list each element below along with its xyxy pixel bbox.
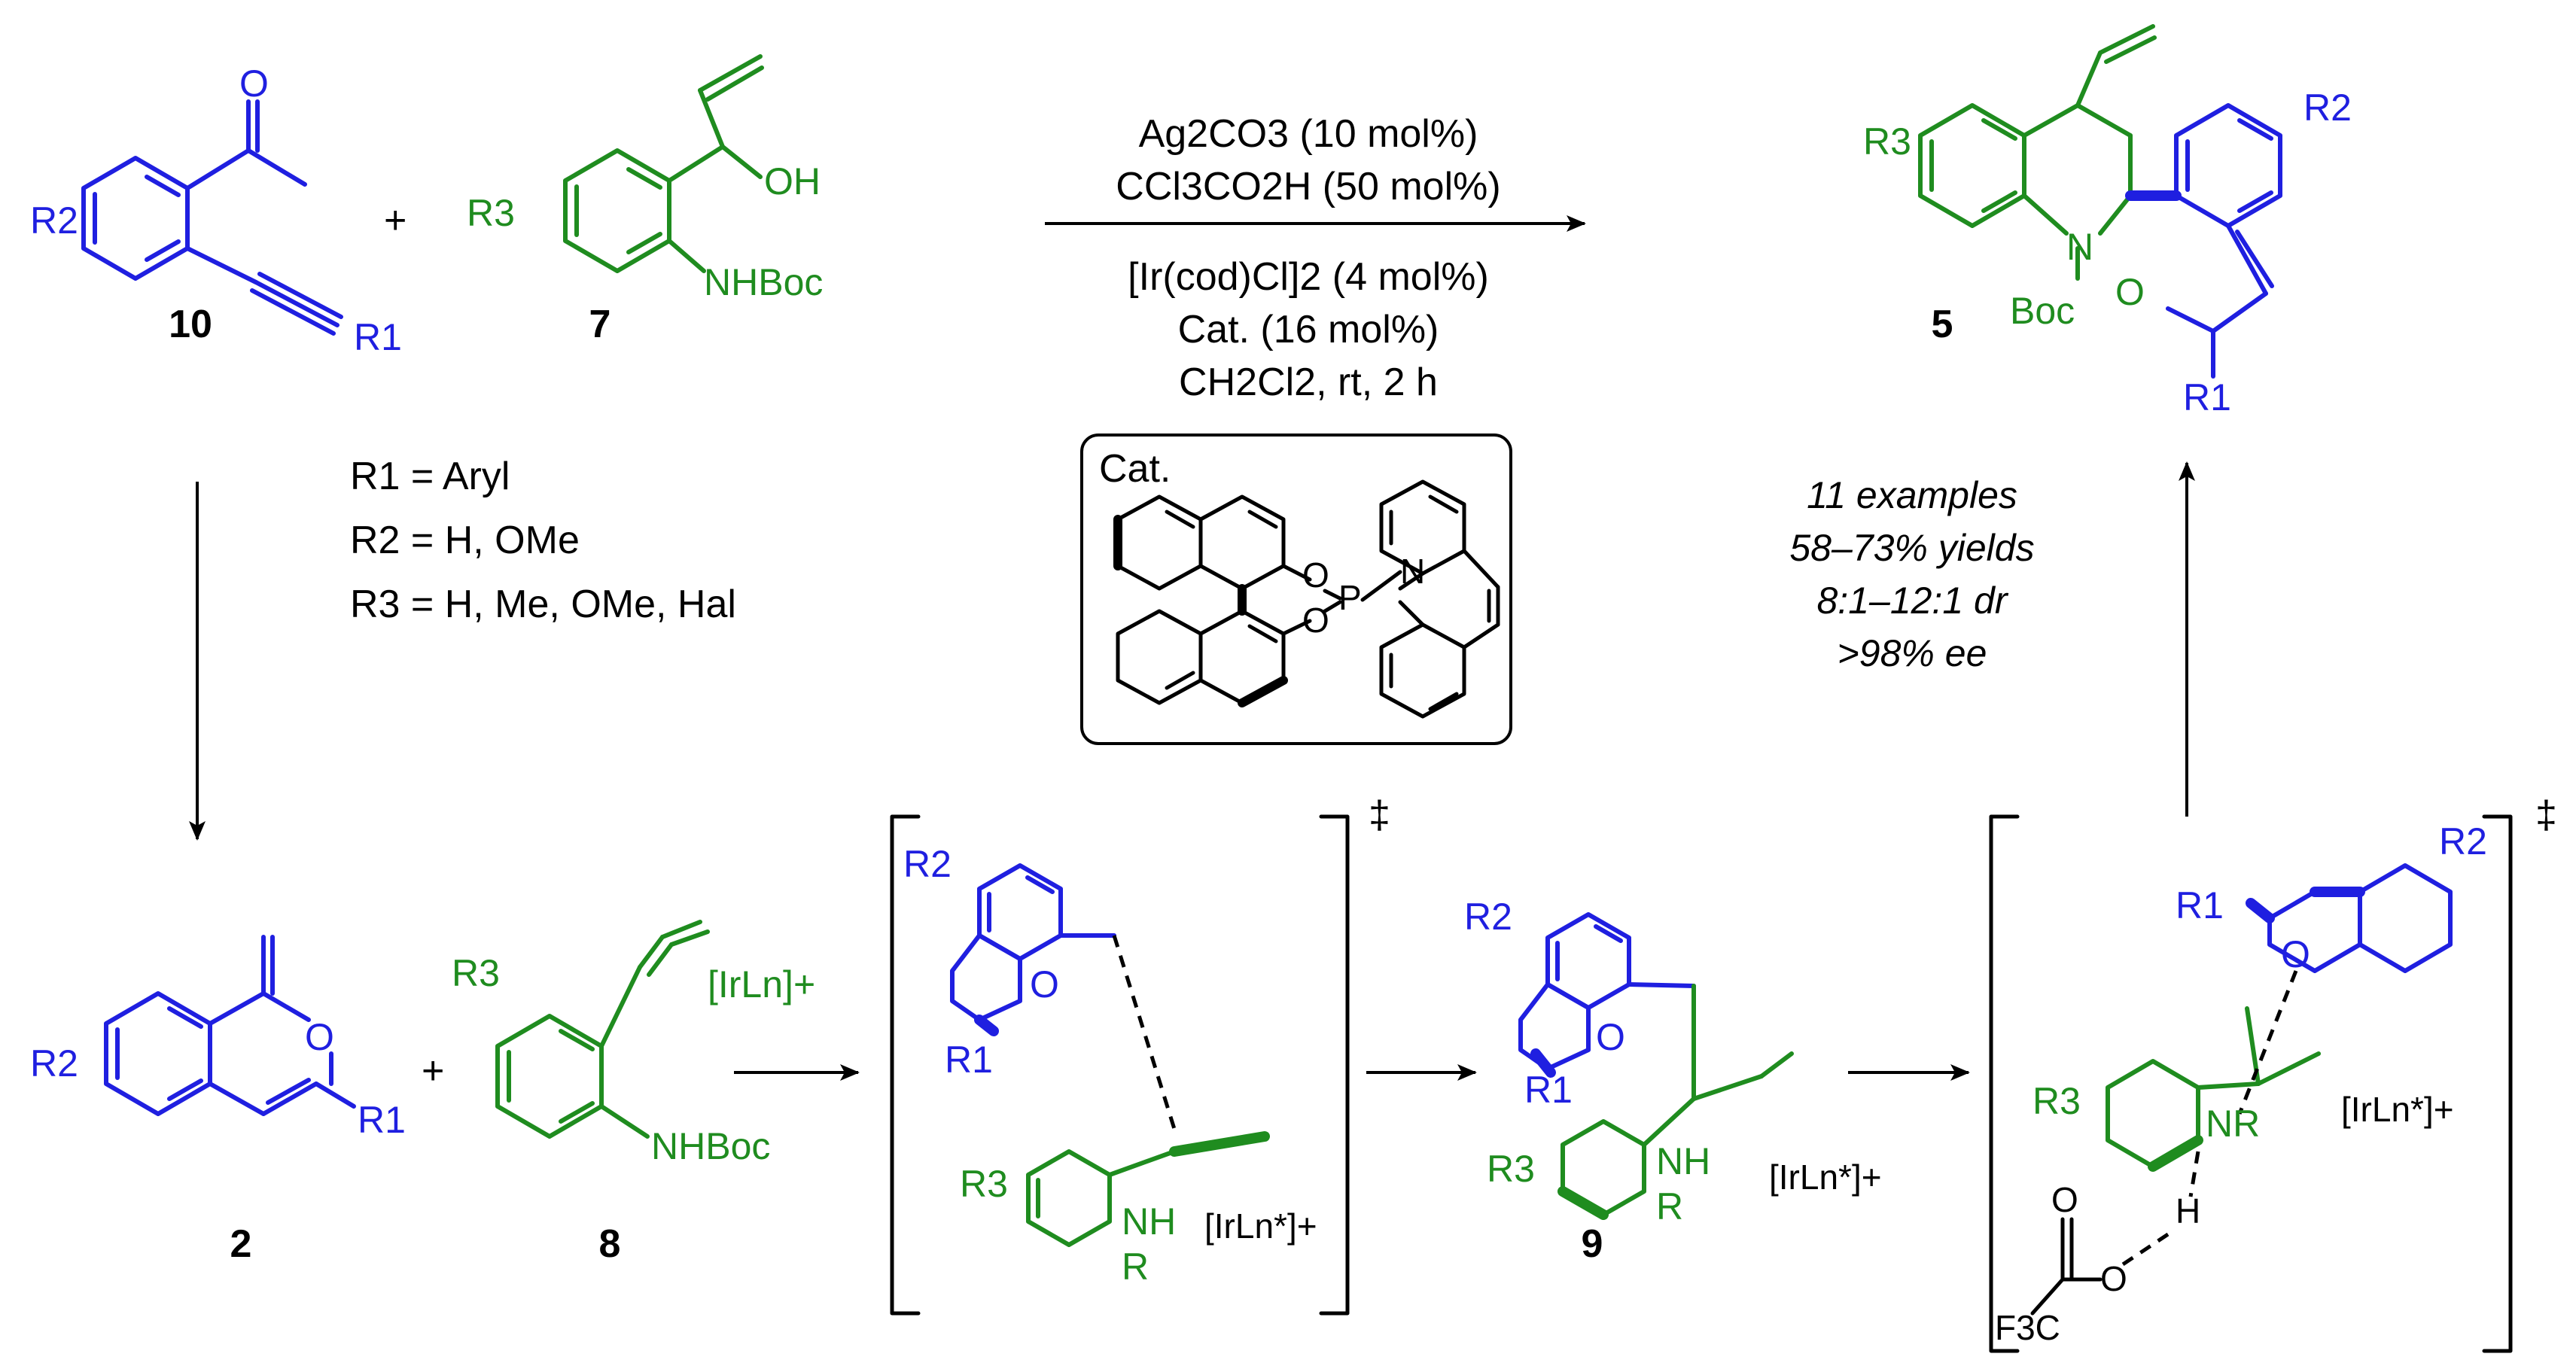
product-o-label: O: [2115, 271, 2145, 313]
results-examples: 11 examples: [1807, 474, 2017, 516]
r1-definition: R1 = Aryl: [350, 455, 510, 498]
compound-9: R2 R1 O R3 NH R [IrLn*]+ 9: [1464, 896, 1882, 1266]
compound-9-r3-label: R3: [1487, 1148, 1535, 1190]
ts1-r3-label: R3: [960, 1163, 1008, 1205]
condition-line-1: Ag2CO3 (10 mol%): [1139, 112, 1478, 156]
plus-sign-2: +: [422, 1049, 444, 1093]
compound-9-irln-label: [IrLn*]+: [1769, 1158, 1882, 1197]
transition-state-1: ‡ R2 R1 O R3 NH R [IrLn*]+: [890, 793, 1390, 1316]
ts2-right-bracket: [2482, 814, 2513, 1353]
product-r2-label: R2: [2303, 87, 2352, 129]
compound-8-r3-label: R3: [452, 952, 500, 994]
catalyst-o1-label: O: [1302, 555, 1329, 595]
oh-label: OH: [764, 160, 821, 202]
r3-definition: R3 = H, Me, OMe, Hal: [350, 583, 736, 626]
compound-2-o-label: O: [305, 1016, 334, 1058]
compound-number-2: 2: [230, 1222, 252, 1266]
condition-line-5: CH2Cl2, rt, 2 h: [1179, 361, 1438, 404]
ts1-dagger: ‡: [1369, 793, 1390, 837]
product-boc-label: Boc: [2010, 290, 2075, 332]
catalyst-label: Cat.: [1099, 447, 1171, 491]
ts1-r-label: R: [1122, 1246, 1149, 1288]
r2-label: R2: [30, 199, 78, 242]
compound-8-irln-label: [IrLn]+: [708, 963, 815, 1005]
ts2-r3-label: R3: [2032, 1080, 2081, 1122]
product-n-label: N: [2066, 226, 2093, 268]
ts2-r2-label: R2: [2439, 820, 2487, 862]
ts1-nh-label: NH: [1122, 1200, 1176, 1243]
compound-9-o-label: O: [1596, 1016, 1625, 1058]
svg-text:O: O: [239, 62, 269, 105]
reaction-results: 11 examples 58–73% yields 8:1–12:1 dr >9…: [1789, 474, 2034, 674]
ts2-irln-label: [IrLn*]+: [2341, 1090, 2454, 1129]
r1-label: R1: [354, 316, 402, 358]
ts1-o-label: O: [1030, 963, 1059, 1005]
compound-number-10: 10: [169, 303, 212, 346]
results-ee: >98% ee: [1838, 632, 1987, 674]
ts1-right-bracket: [1319, 814, 1350, 1316]
compound-2-r2-label: R2: [30, 1042, 78, 1085]
catalyst-o2-label: O: [1302, 601, 1329, 640]
compound-2-r1-label: R1: [358, 1099, 406, 1141]
compound-number-8: 8: [599, 1222, 621, 1266]
transition-state-2: ‡ R1 R2 O R3 NR [IrLn*]+ H O O F3C: [1989, 793, 2557, 1353]
r2-definition: R2 = H, OMe: [350, 519, 580, 562]
compound-8: [IrLn]+ NHBoc R3 8: [452, 920, 815, 1266]
compound-9-r-label: R: [1656, 1185, 1683, 1228]
compound-number-7: 7: [589, 303, 611, 346]
compound-9-r1-label: R1: [1524, 1069, 1573, 1111]
product-r1-label: R1: [2183, 376, 2231, 418]
ts2-o-label: O: [2281, 933, 2310, 975]
compound-number-5: 5: [1932, 303, 1953, 346]
ts1-r1-label: R1: [945, 1039, 993, 1081]
ts2-nr-label: NR: [2206, 1103, 2260, 1145]
compound-number-9: 9: [1582, 1222, 1603, 1266]
results-dr: 8:1–12:1 dr: [1817, 580, 2009, 622]
ts2-h-label: H: [2176, 1191, 2200, 1231]
ts2-r1-label: R1: [2176, 884, 2224, 926]
compound-9-r2-label: R2: [1464, 896, 1512, 938]
results-yields: 58–73% yields: [1789, 527, 2034, 569]
nhboc-label: NHBoc: [704, 261, 823, 303]
reaction-conditions: Ag2CO3 (10 mol%) CCl3CO2H (50 mol%) [Ir(…: [1045, 112, 1586, 404]
catalyst-p-label: P: [1338, 578, 1362, 617]
ts2-acid-o-label: O: [2100, 1259, 2127, 1298]
compound-5: N Boc O R3 R2 R1 5: [1863, 24, 2352, 418]
ts2-carbonyl-o-label: O: [2051, 1180, 2078, 1219]
compound-8-nhboc-label: NHBoc: [651, 1125, 770, 1167]
ts2-cf3-label: F3C: [1995, 1308, 2060, 1347]
compound-10: R1 O R2 R1 10: [30, 62, 402, 358]
r3-label: R3: [467, 192, 515, 234]
catalyst-box: Cat. O O P N: [1080, 434, 1512, 745]
ts1-r2-label: R2: [903, 843, 952, 885]
compound-2: O R2 R1 2: [30, 935, 406, 1266]
product-r3-label: R3: [1863, 120, 1911, 163]
substituent-definitions: R1 = Aryl R2 = H, OMe R3 = H, Me, OMe, H…: [350, 455, 736, 626]
ts2-dagger: ‡: [2535, 793, 2557, 837]
plus-sign-1: +: [384, 199, 406, 242]
condition-line-2: CCl3CO2H (50 mol%): [1116, 165, 1500, 208]
ts2-left-bracket: [1989, 814, 2020, 1353]
ts1-irln-label: [IrLn*]+: [1204, 1206, 1317, 1246]
compound-7: OH NHBoc R3 7: [467, 54, 823, 346]
condition-line-3: [Ir(cod)Cl]2 (4 mol%): [1128, 255, 1489, 299]
catalyst-frame: [1080, 434, 1512, 745]
ts1-left-bracket: [890, 814, 921, 1316]
condition-line-4: Cat. (16 mol%): [1178, 308, 1439, 351]
compound-9-nh-label: NH: [1656, 1140, 1710, 1182]
